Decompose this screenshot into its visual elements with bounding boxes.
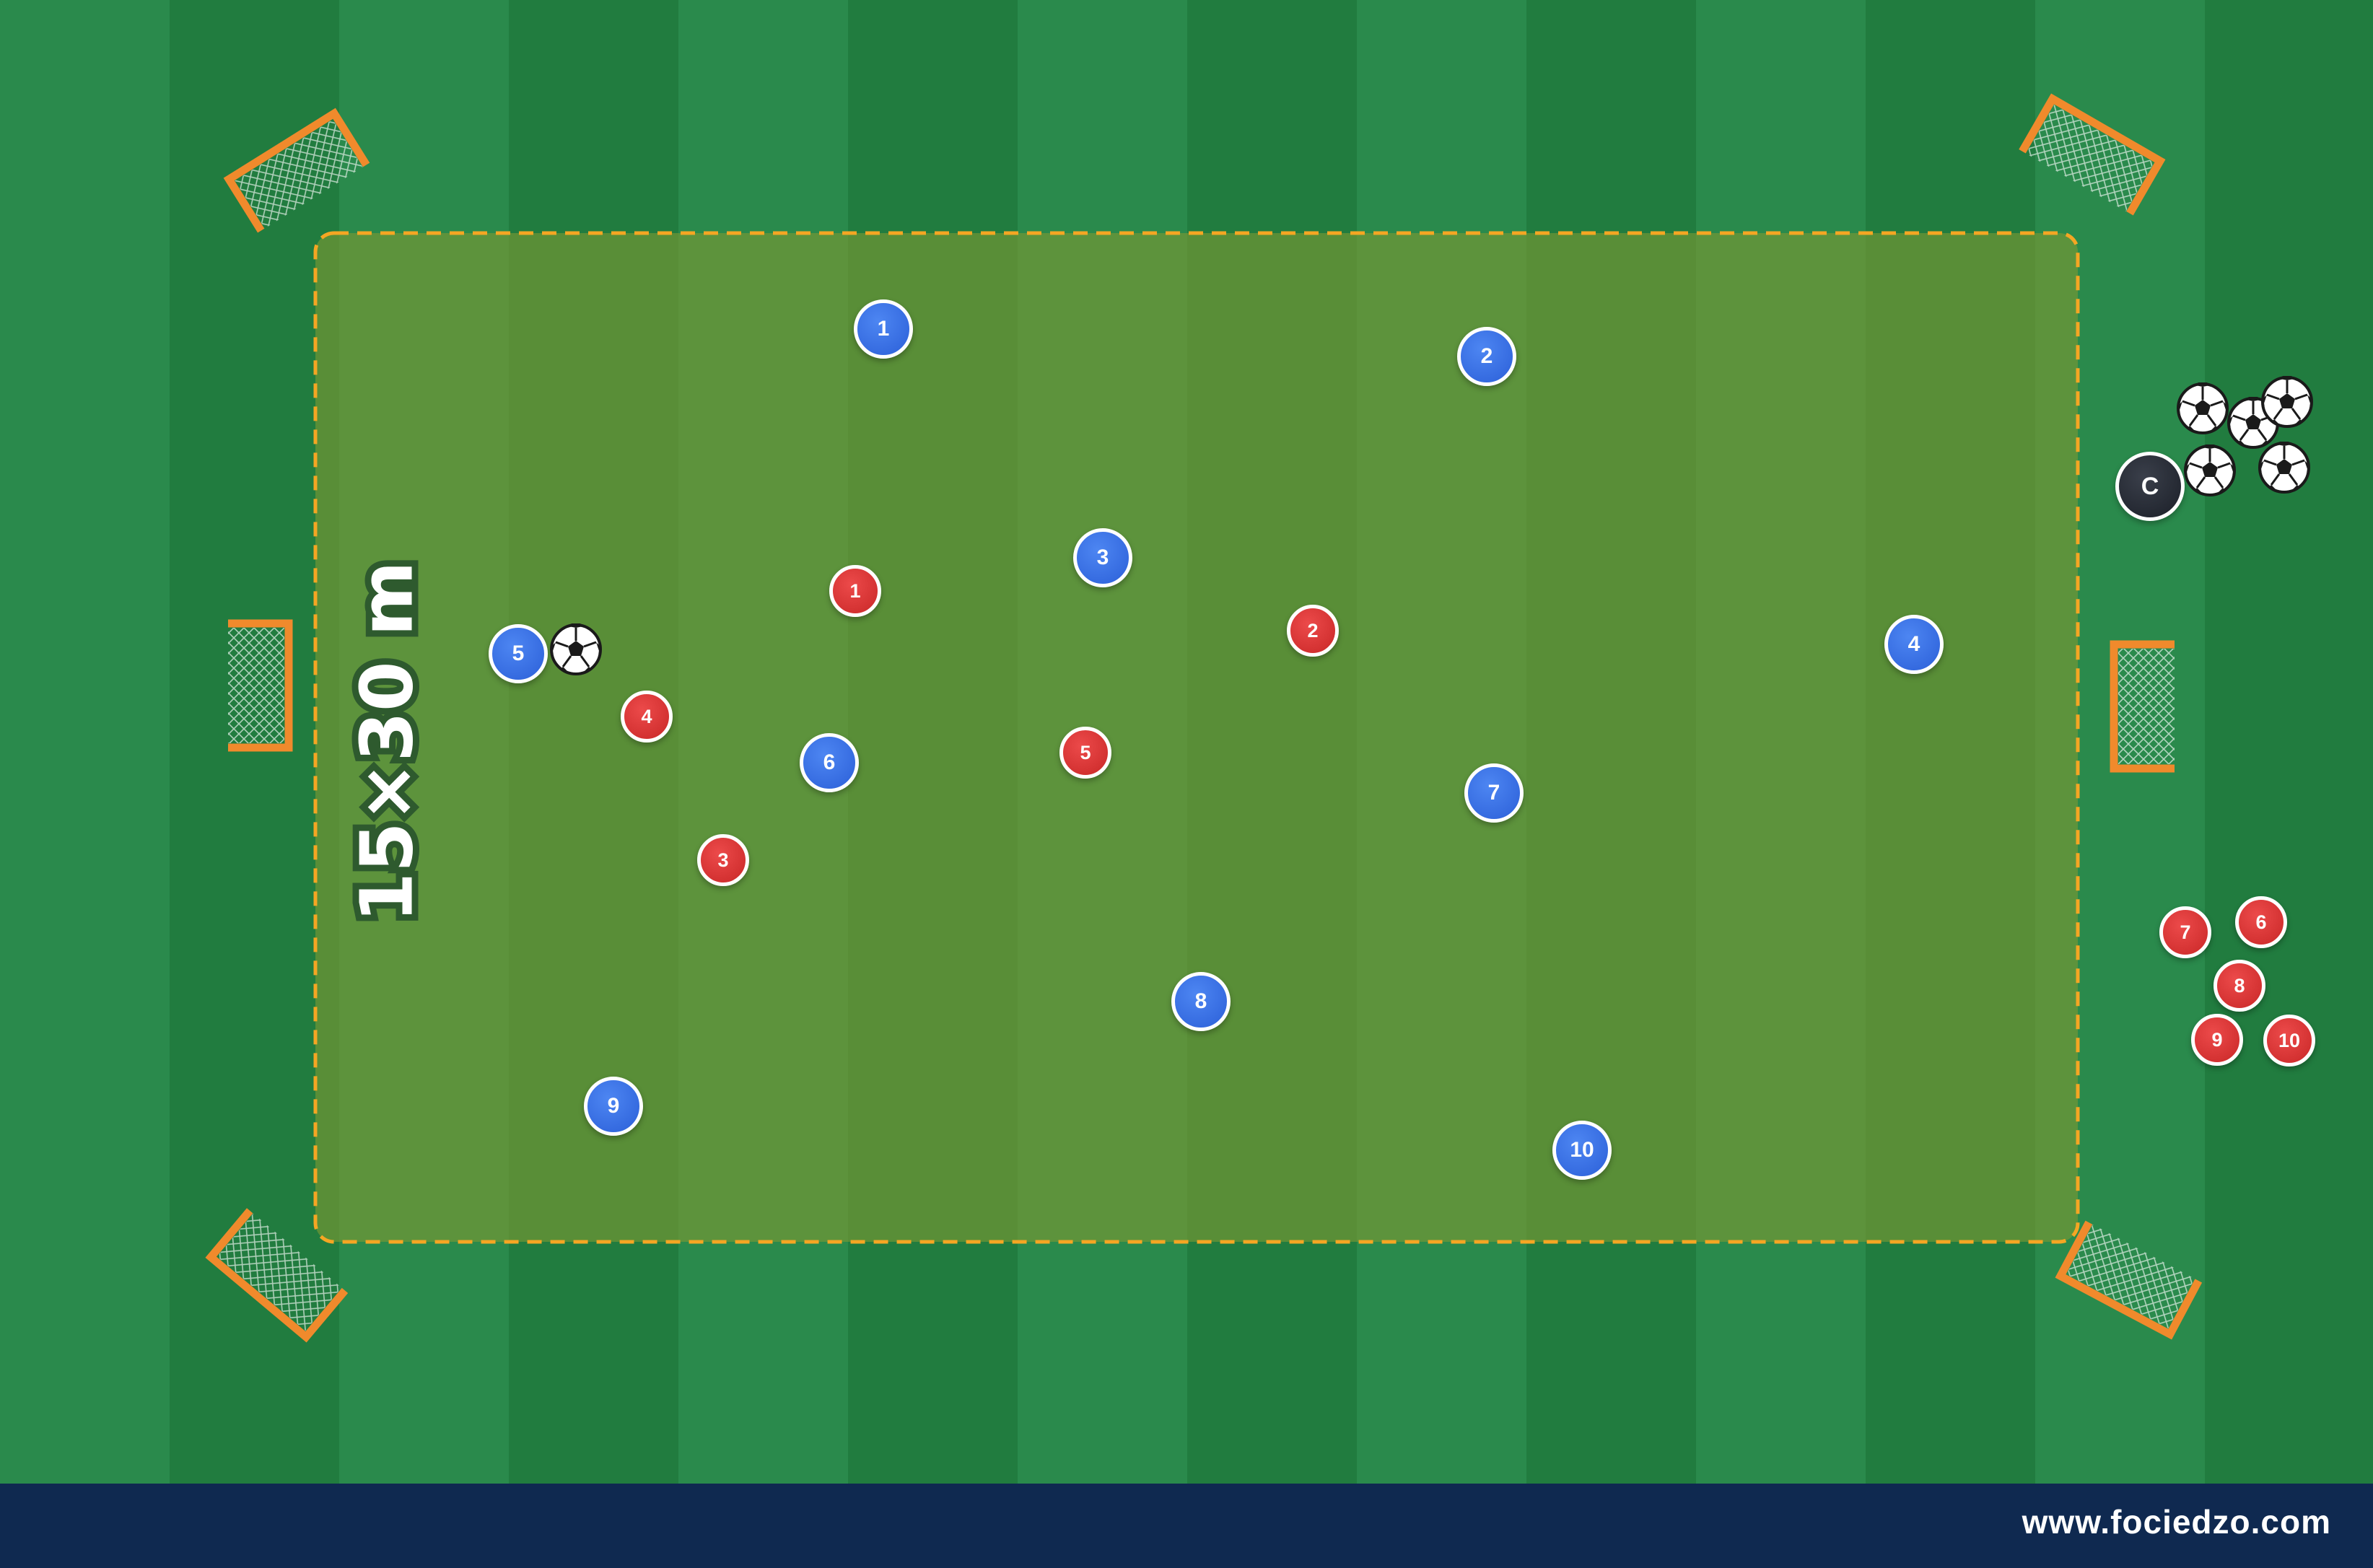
spare-ball-icon[interactable] <box>2175 381 2230 436</box>
grass-stripe <box>0 0 170 1484</box>
blue-player-6[interactable]: 6 <box>800 733 859 792</box>
blue-player-7[interactable]: 7 <box>1464 763 1524 823</box>
spare-ball-icon[interactable] <box>2182 443 2237 498</box>
blue-player-2[interactable]: 2 <box>1457 327 1516 386</box>
blue-player-4[interactable]: 4 <box>1884 615 1944 674</box>
grass-stripe <box>2205 0 2373 1484</box>
red-sub-6[interactable]: 6 <box>2235 896 2287 948</box>
website-link[interactable]: www.fociedzo.com <box>2022 1503 2331 1541</box>
red-sub-8[interactable]: 8 <box>2214 960 2265 1012</box>
coach-marker[interactable]: C <box>2115 452 2185 521</box>
blue-player-5[interactable]: 5 <box>489 624 548 683</box>
goal-left <box>228 623 289 748</box>
red-sub-9[interactable]: 9 <box>2191 1014 2243 1066</box>
pitch <box>0 0 2373 1484</box>
red-player-5[interactable]: 5 <box>1059 727 1111 779</box>
spare-ball-icon[interactable] <box>2260 375 2315 429</box>
blue-player-1[interactable]: 1 <box>854 299 913 359</box>
blue-player-9[interactable]: 9 <box>584 1077 643 1136</box>
red-player-4[interactable]: 4 <box>621 691 673 743</box>
red-player-1[interactable]: 1 <box>829 565 881 617</box>
red-sub-7[interactable]: 7 <box>2159 906 2211 958</box>
spare-ball-icon[interactable] <box>2257 440 2312 495</box>
footer-bar: www.fociedzo.com <box>0 1484 2373 1568</box>
blue-player-8[interactable]: 8 <box>1171 972 1231 1031</box>
blue-player-10[interactable]: 10 <box>1552 1121 1612 1180</box>
training-zone <box>313 231 2080 1244</box>
red-sub-10[interactable]: 10 <box>2263 1015 2315 1066</box>
goal-right <box>2114 644 2175 768</box>
blue-player-3[interactable]: 3 <box>1073 528 1132 587</box>
ball-in-play-icon[interactable] <box>549 622 603 677</box>
red-player-3[interactable]: 3 <box>697 834 749 886</box>
red-player-2[interactable]: 2 <box>1287 605 1339 657</box>
